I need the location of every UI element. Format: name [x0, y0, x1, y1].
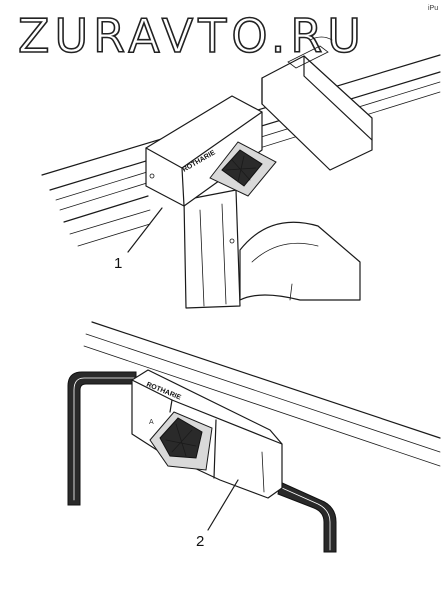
- callout-1: 1: [114, 255, 122, 272]
- lamp-marker-a: A: [149, 419, 154, 426]
- interior-lamp-bottom: ROTHARIE A: [131, 369, 283, 499]
- interior-lamp-top: ROTHARIE: [145, 95, 277, 207]
- watermark-text: ZURAVTO.RU: [18, 9, 366, 63]
- b-pillar: [239, 221, 361, 301]
- figure-top: ROTHARIE 1: [41, 36, 441, 309]
- corner-mark: iPu: [428, 5, 438, 12]
- callout-1-leader: [127, 207, 163, 253]
- watermark: ZURAVTO.RU: [17, 8, 366, 64]
- callout-2-leader: [207, 479, 239, 531]
- header-bracket: [261, 36, 373, 171]
- guide-post: [183, 189, 241, 309]
- callout-2: 2: [196, 533, 204, 550]
- figure-bottom: ROTHARIE A 2: [67, 321, 441, 553]
- ceiling-lines: [83, 321, 441, 467]
